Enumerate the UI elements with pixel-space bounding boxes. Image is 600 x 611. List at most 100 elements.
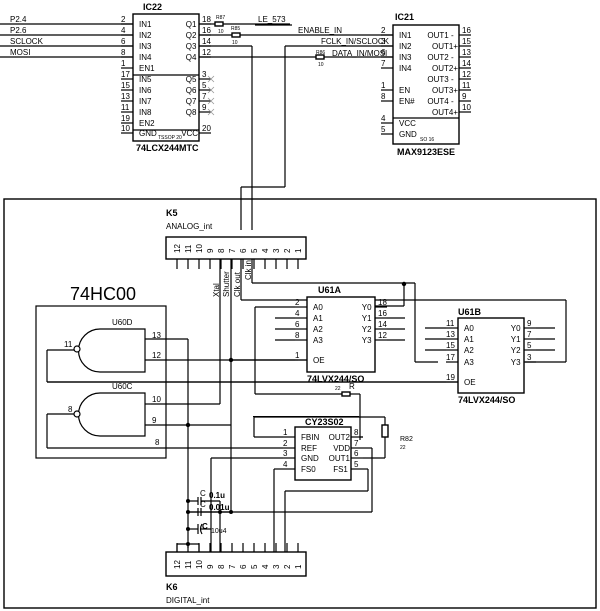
net-le573: LE_573 xyxy=(258,15,286,24)
connector-pin-label: 7 xyxy=(228,248,237,253)
pin: 8 xyxy=(155,438,160,447)
u61a-pin-num: 4 xyxy=(295,309,300,318)
ic22-body[interactable] xyxy=(132,13,200,142)
ic21-pin-name: OUT4 - xyxy=(427,97,454,106)
ic22-pin-name: Q4 xyxy=(186,53,197,62)
inverter-bubble xyxy=(73,345,81,353)
ic21: IC21 MAX9123ESE SO 16 2IN13IN26IN37IN41E… xyxy=(381,12,471,157)
nand-gate-u60d[interactable] xyxy=(77,328,146,373)
pin: 8 xyxy=(68,405,73,414)
ic22-inputs: P2.4 P2.6 SCLOCK MOSI xyxy=(0,15,133,58)
ic21-body[interactable] xyxy=(392,24,460,145)
board-frame xyxy=(3,198,597,609)
u61b-pin-num: 3 xyxy=(527,353,532,362)
r-value: 22 xyxy=(335,386,341,392)
ic22-pin-name: IN7 xyxy=(139,97,152,106)
cy23s02-pin-num: 2 xyxy=(283,439,288,448)
connector-pin-label: 5 xyxy=(250,564,259,569)
ic21-pin-num: 13 xyxy=(462,48,471,57)
ic22-pin-name: IN6 xyxy=(139,86,152,95)
ic21-pin-num: 10 xyxy=(462,103,471,112)
capacitors: C 0.1u C 0.01u C 10u4 xyxy=(176,425,233,552)
ic22-part: 74LCX244MTC xyxy=(136,143,199,153)
connector-pin-label: 11 xyxy=(184,244,193,253)
r87-value: 10 xyxy=(218,29,224,35)
ic21-pin-num: 1 xyxy=(381,81,386,90)
u61a-pin-num: 1 xyxy=(295,351,300,360)
k5-ref: K5 xyxy=(166,208,178,218)
ic21-pin-name: OUT1 - xyxy=(427,31,454,40)
u61a-pin-num: 14 xyxy=(378,320,387,329)
cy23s02-ref: CY23S02 xyxy=(305,417,344,427)
u61a-ref: U61A xyxy=(318,285,342,295)
ic21-pin-num: 6 xyxy=(381,48,386,57)
u61b-pin-name: A2 xyxy=(464,346,474,355)
inverter-bubble xyxy=(73,410,81,418)
k5-body[interactable] xyxy=(165,236,307,260)
ic22-pin-name: Q6 xyxy=(186,86,197,95)
k6-ref: K6 xyxy=(166,582,178,592)
ic22-pin-name: IN2 xyxy=(139,31,152,40)
ic22-pin-num: 3 xyxy=(202,70,207,79)
cy23s02-body[interactable] xyxy=(294,426,352,481)
u61b-pin-name: OE xyxy=(464,378,476,387)
connector-pin-label: 12 xyxy=(173,560,182,569)
no-connect-icon xyxy=(207,86,215,94)
u61a-pin-name: A2 xyxy=(313,325,323,334)
ic21-pin-name: GND xyxy=(399,130,417,139)
ic22-pin-num: 11 xyxy=(121,103,130,112)
ic21-pin-num: 12 xyxy=(462,70,471,79)
connector-pin-label: 4 xyxy=(261,564,270,569)
u60d-ref: U60D xyxy=(112,318,133,327)
ic22-pin-name: Q3 xyxy=(186,42,197,51)
k5-name: ANALOG_int xyxy=(166,222,213,231)
u61b-pin-name: A3 xyxy=(464,358,474,367)
ic22-pin-name: EN2 xyxy=(139,119,155,128)
u61a-part: 74LVX244/SO xyxy=(307,374,364,384)
connector-pin-label: 6 xyxy=(239,248,248,253)
pin: 9 xyxy=(152,416,157,425)
ic22-pin-name: IN5 xyxy=(139,75,152,84)
nand-gate-u60c[interactable] xyxy=(77,392,146,437)
u61b-pin-num: 15 xyxy=(446,341,455,350)
net-p24: P2.4 xyxy=(10,15,27,24)
net-clk-in: Clk in xyxy=(244,260,253,280)
ic22-pin-num: 20 xyxy=(202,124,211,133)
ic21-pin-num: 4 xyxy=(381,114,386,123)
ic21-pin-num: 11 xyxy=(462,81,471,90)
cy23s02-pin-num: 3 xyxy=(283,449,288,458)
resistor-r xyxy=(341,391,351,397)
ic21-pin-name: OUT3+ xyxy=(432,86,458,95)
cy23s02-pin-num: 7 xyxy=(354,439,359,448)
k6-body[interactable] xyxy=(165,551,307,577)
resistor-r85 xyxy=(231,32,241,38)
ic21-pin-num: 3 xyxy=(381,37,386,46)
ic21-ref: IC21 xyxy=(395,12,414,22)
u61a-pin-name: Y2 xyxy=(362,325,372,334)
u61b-pin-num: 7 xyxy=(527,330,532,339)
ic21-pin-name: OUT2+ xyxy=(432,64,458,73)
ic21-pin-name: OUT2 - xyxy=(427,53,454,62)
connector-pin-label: 5 xyxy=(250,248,259,253)
u61b-pin-name: A0 xyxy=(464,324,474,333)
ic21-pin-name: IN4 xyxy=(399,64,412,73)
ic21-package: SO 16 xyxy=(420,137,434,143)
u61a-body[interactable] xyxy=(306,296,376,373)
net-fclk: FCLK_IN/SCLOCK xyxy=(321,37,390,46)
r-ref: R xyxy=(349,382,355,391)
ic21-pin-name: EN xyxy=(399,86,410,95)
ic22-pin-name: Q2 xyxy=(186,31,197,40)
ic21-pin-num: 5 xyxy=(381,125,386,134)
ic21-pin-name: IN2 xyxy=(399,42,412,51)
u61a-pin-name: A1 xyxy=(313,314,323,323)
u61b-body[interactable] xyxy=(457,317,525,394)
net-shutter: Shutter xyxy=(222,271,231,297)
ic21-part: MAX9123ESE xyxy=(397,147,455,157)
nand-package: 74HC00 U60D 11 13 12 U60C 8 10 9 8 xyxy=(35,284,458,459)
ic22-pin-name: IN1 xyxy=(139,20,152,29)
u61b-pin-num: 11 xyxy=(446,319,455,328)
net-sclock: SCLOCK xyxy=(10,37,44,46)
connector-pin-label: 8 xyxy=(217,564,226,569)
ic21-pin-name: EN# xyxy=(399,97,415,106)
